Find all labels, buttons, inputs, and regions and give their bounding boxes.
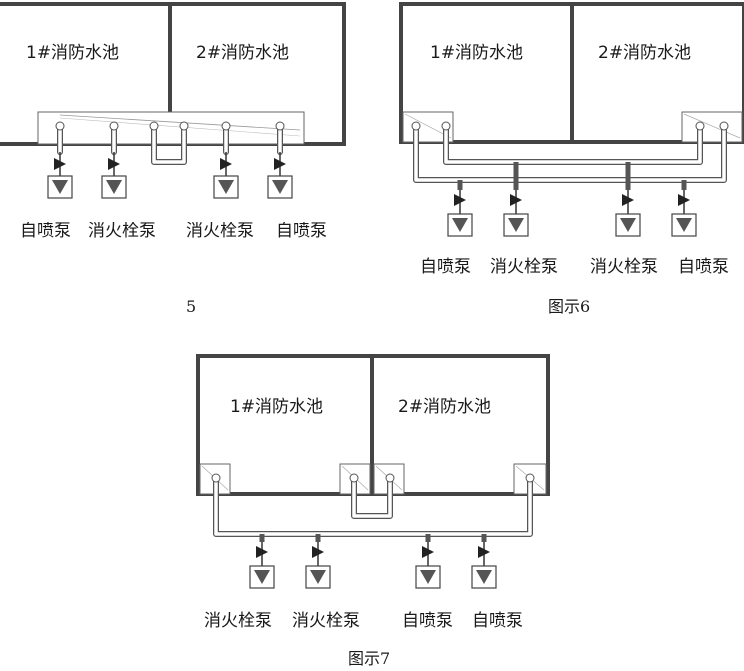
- fig6-pump-2: [503, 190, 529, 237]
- fig6-pump-4: [671, 190, 697, 237]
- fig6-tank-2-label: 2#消防水池: [598, 43, 691, 63]
- fig7-tank-1-label: 1#消防水池: [230, 397, 323, 417]
- figure-6: 1#消防水池 2#消防水池 自喷泵 消火栓泵 消火栓泵 自喷泵 图示6: [399, 2, 744, 316]
- fig6-tank-1-label: 1#消防水池: [430, 43, 523, 63]
- fig5-caption: 5: [186, 297, 196, 316]
- fig6-pump-1: [447, 190, 473, 237]
- fig7-pump-1: [249, 542, 275, 589]
- fig5-pumps: [47, 152, 293, 199]
- fig6-pump-1-label: 自喷泵: [420, 257, 471, 277]
- fig5-pump-4-label: 自喷泵: [276, 221, 327, 241]
- figure-7: 1#消防水池 2#消防水池 消火栓泵 消火栓泵 自喷泵 自喷泵 图示7: [196, 354, 550, 668]
- fig7-pump-4-label: 自喷泵: [472, 611, 523, 631]
- fig5-tank-1-label: 1#消防水池: [26, 43, 119, 63]
- fig5-pump-3: [213, 152, 239, 199]
- fig6-pump-4-label: 自喷泵: [678, 257, 729, 277]
- fig7-pump-1-label: 消火栓泵: [204, 611, 272, 631]
- fig7-pump-3: [415, 542, 441, 589]
- fig5-pump-1: [47, 152, 73, 199]
- fig5-pump-1-label: 自喷泵: [20, 221, 71, 241]
- fig5-suction-pipes: [55, 121, 285, 165]
- fig5-tank-2-label: 2#消防水池: [196, 43, 289, 63]
- fig7-caption: 图示7: [348, 649, 390, 668]
- fig7-pump-2: [305, 542, 331, 589]
- figure-5: 1#消防水池 2#消防水池 自喷泵 消火栓泵 消火栓泵 自喷泵 5: [0, 2, 346, 316]
- fig6-pump-3-label: 消火栓泵: [590, 257, 658, 277]
- fig6-pump-3: [615, 190, 641, 237]
- fig7-tank-2-label: 2#消防水池: [398, 397, 491, 417]
- fig6-sump-2: [681, 111, 743, 143]
- fig7-pipe-network: [211, 473, 535, 542]
- fig5-pump-2: [101, 152, 127, 199]
- fig5-pump-4: [267, 152, 293, 199]
- fig6-caption: 图示6: [548, 297, 590, 316]
- fig7-pump-2-label: 消火栓泵: [292, 611, 360, 631]
- fig5-pump-2-label: 消火栓泵: [88, 221, 156, 241]
- fig5-sump: [37, 111, 305, 145]
- fig6-pump-2-label: 消火栓泵: [490, 257, 558, 277]
- fig7-pump-3-label: 自喷泵: [402, 611, 453, 631]
- fig6-pipe-network: [411, 121, 729, 190]
- fig7-pumps: [249, 542, 497, 589]
- fig7-pump-4: [471, 542, 497, 589]
- fig6-pumps: [447, 190, 697, 237]
- fig5-pump-3-label: 消火栓泵: [186, 221, 254, 241]
